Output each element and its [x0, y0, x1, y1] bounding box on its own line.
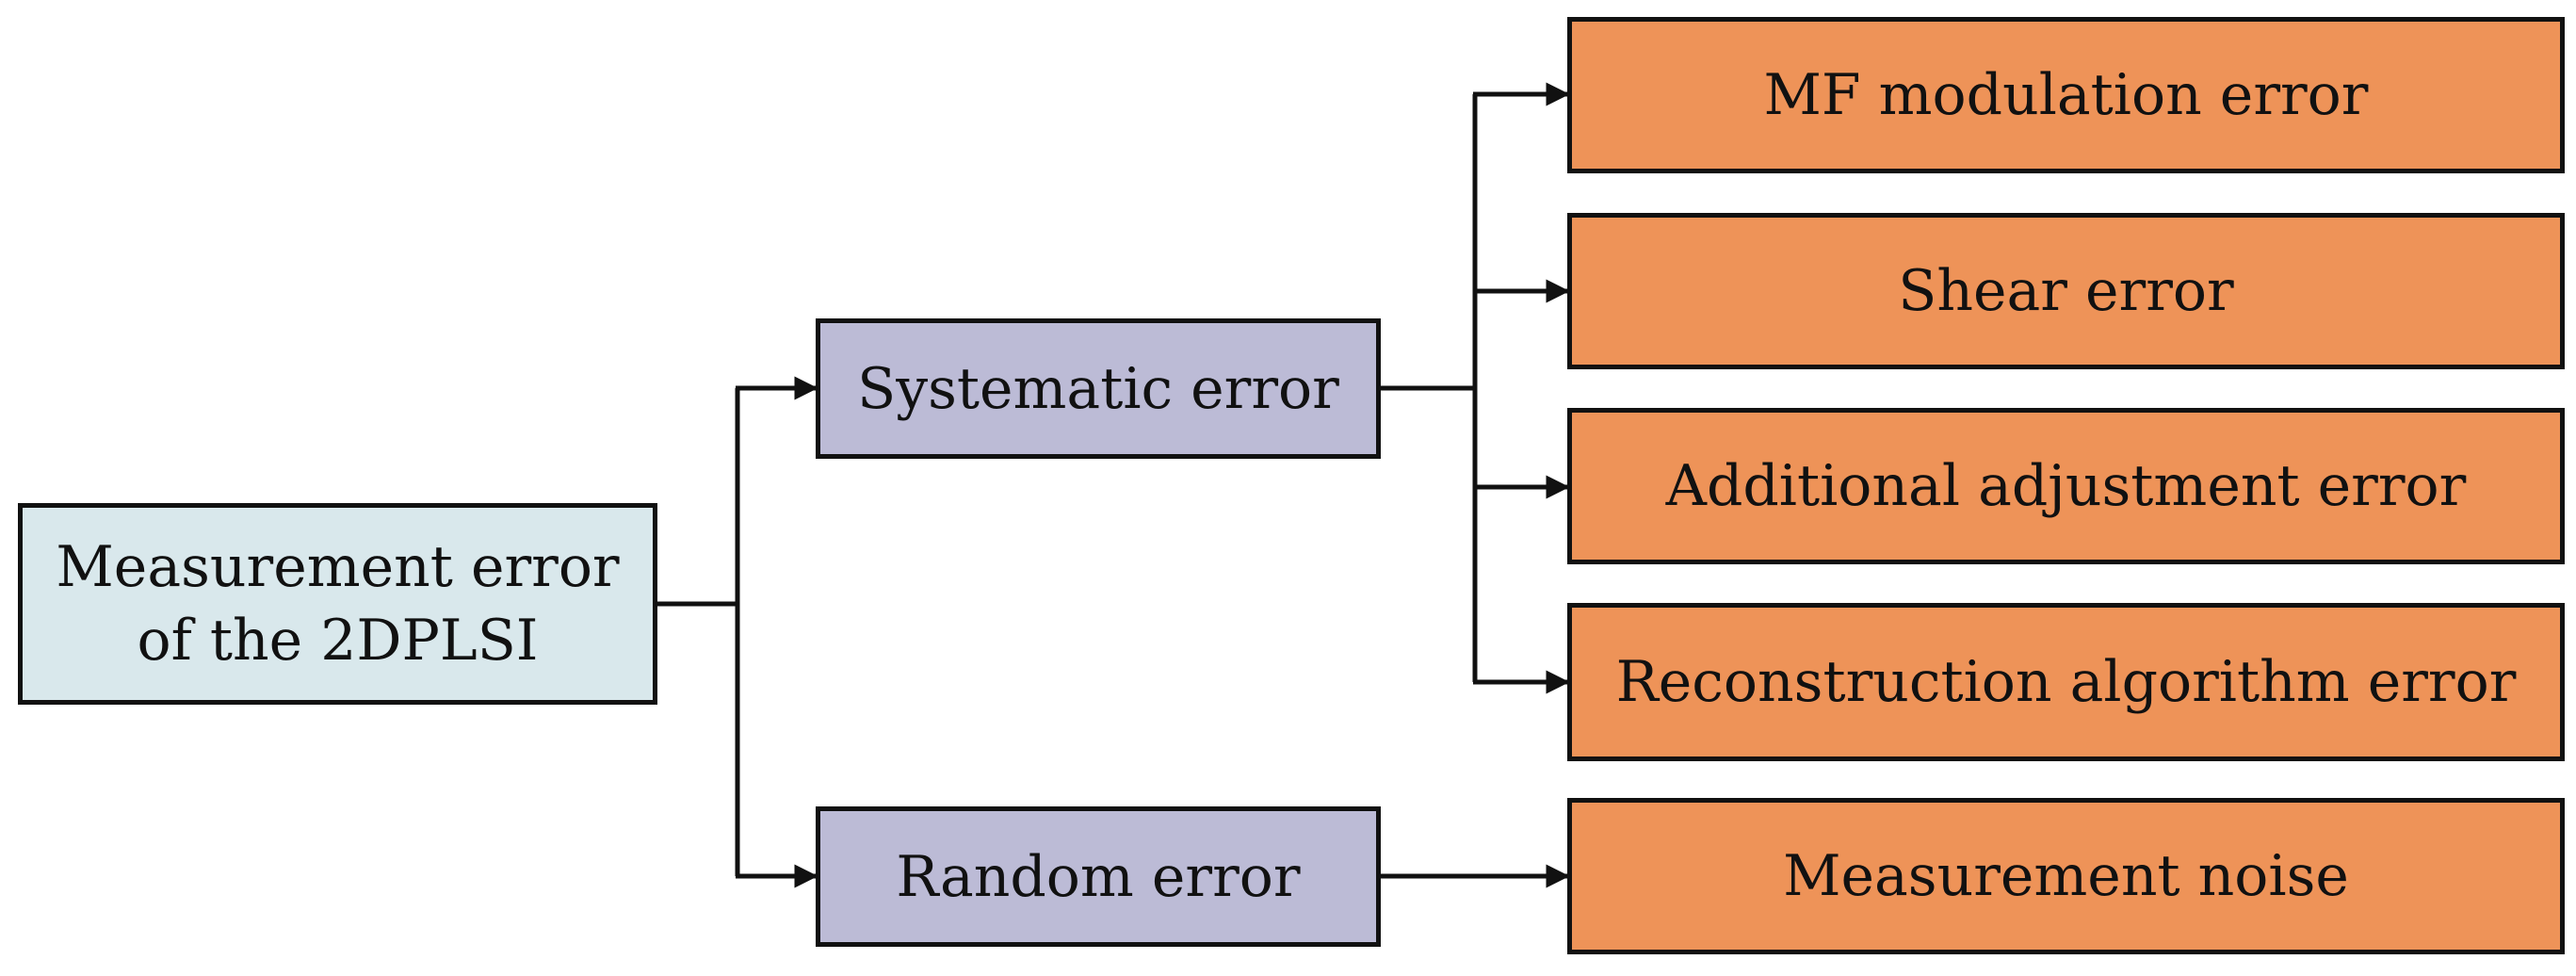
node-additional-adjustment-error-label: Additional adjustment error: [1665, 453, 2467, 519]
root-label-line-1: Measurement error: [56, 534, 620, 600]
node-random-error-label: Random error: [896, 843, 1301, 910]
node-systematic-error: Systematic error: [816, 318, 1381, 459]
node-shear-error: Shear error: [1567, 213, 2565, 369]
node-measurement-noise: Measurement noise: [1567, 798, 2565, 954]
node-mf-modulation-error: MF modulation error: [1567, 17, 2565, 173]
node-reconstruction-algorithm-error: Reconstruction algorithm error: [1567, 603, 2565, 761]
root-node-label: Measurement error of the 2DPLSI: [56, 530, 619, 677]
node-measurement-noise-label: Measurement noise: [1783, 843, 2349, 909]
node-random-error: Random error: [816, 806, 1381, 947]
root-node-measurement-error: Measurement error of the 2DPLSI: [18, 503, 657, 705]
node-systematic-error-label: Systematic error: [857, 355, 1339, 422]
node-shear-error-label: Shear error: [1898, 258, 2234, 324]
node-mf-modulation-error-label: MF modulation error: [1763, 62, 2369, 128]
root-label-line-2: of the 2DPLSI: [137, 608, 539, 674]
node-additional-adjustment-error: Additional adjustment error: [1567, 408, 2565, 564]
node-reconstruction-algorithm-error-label: Reconstruction algorithm error: [1615, 649, 2517, 715]
